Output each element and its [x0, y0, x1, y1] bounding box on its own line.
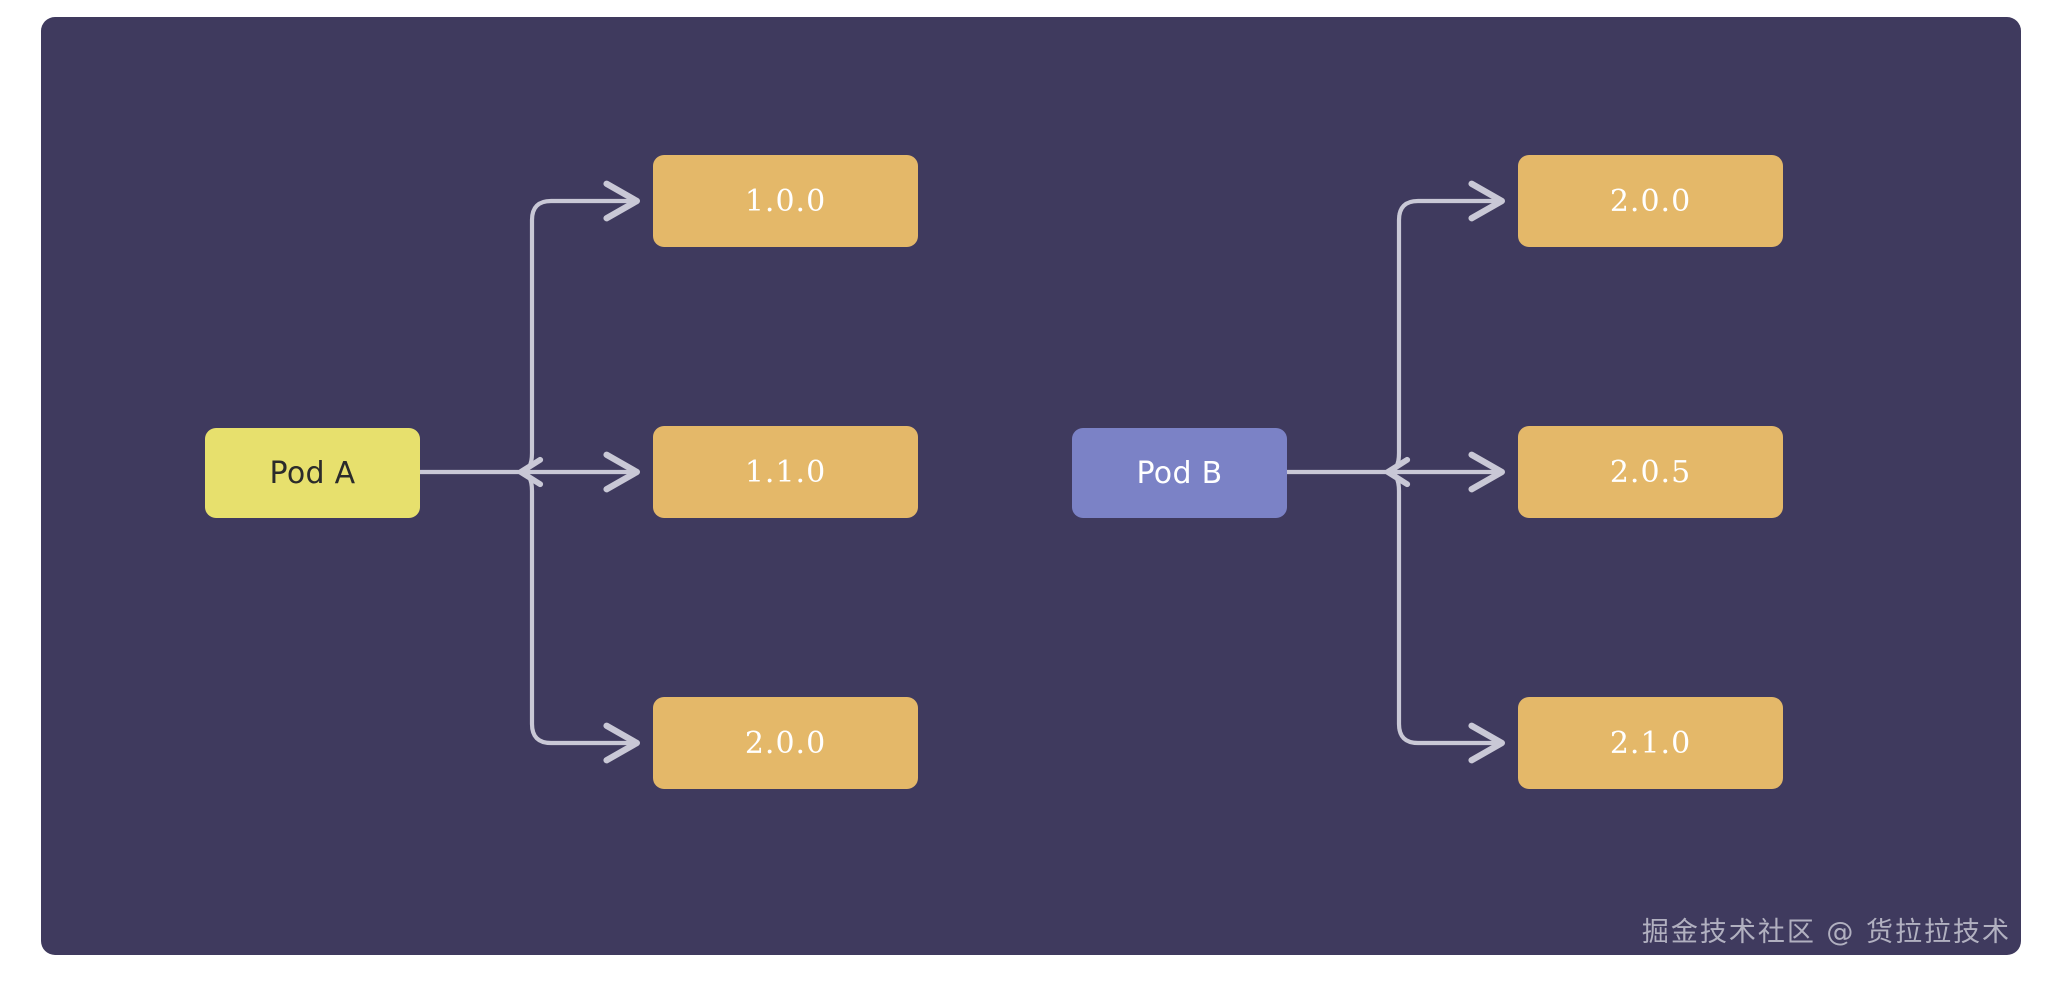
connector-pod-b-to-2-1-0: [1384, 469, 1505, 764]
connector-pod-a-to-2-0-0: [517, 469, 640, 764]
connector-pod-a-to-1-0-0: [517, 180, 640, 475]
diagram-canvas: Pod A 1.0.0 1.1.0 2.0.0 Pod B 2.0.0 2.0.…: [41, 17, 2021, 955]
node-pod-b-version-2-0-5[interactable]: 2.0.5: [1518, 426, 1783, 518]
node-pod-a-version-1-1-0[interactable]: 1.1.0: [653, 426, 918, 518]
node-pod-a-version-1-0-0[interactable]: 1.0.0: [653, 155, 918, 247]
watermark-text: 掘金技术社区 @ 货拉拉技术: [1641, 917, 2011, 948]
connector-pod-b-to-2-0-0: [1384, 180, 1505, 475]
node-pod-a[interactable]: Pod A: [205, 428, 420, 518]
node-pod-b-version-2-1-0[interactable]: 2.1.0: [1518, 697, 1783, 789]
node-pod-b-version-2-0-0[interactable]: 2.0.0: [1518, 155, 1783, 247]
node-pod-b[interactable]: Pod B: [1072, 428, 1287, 518]
node-pod-a-version-2-0-0[interactable]: 2.0.0: [653, 697, 918, 789]
